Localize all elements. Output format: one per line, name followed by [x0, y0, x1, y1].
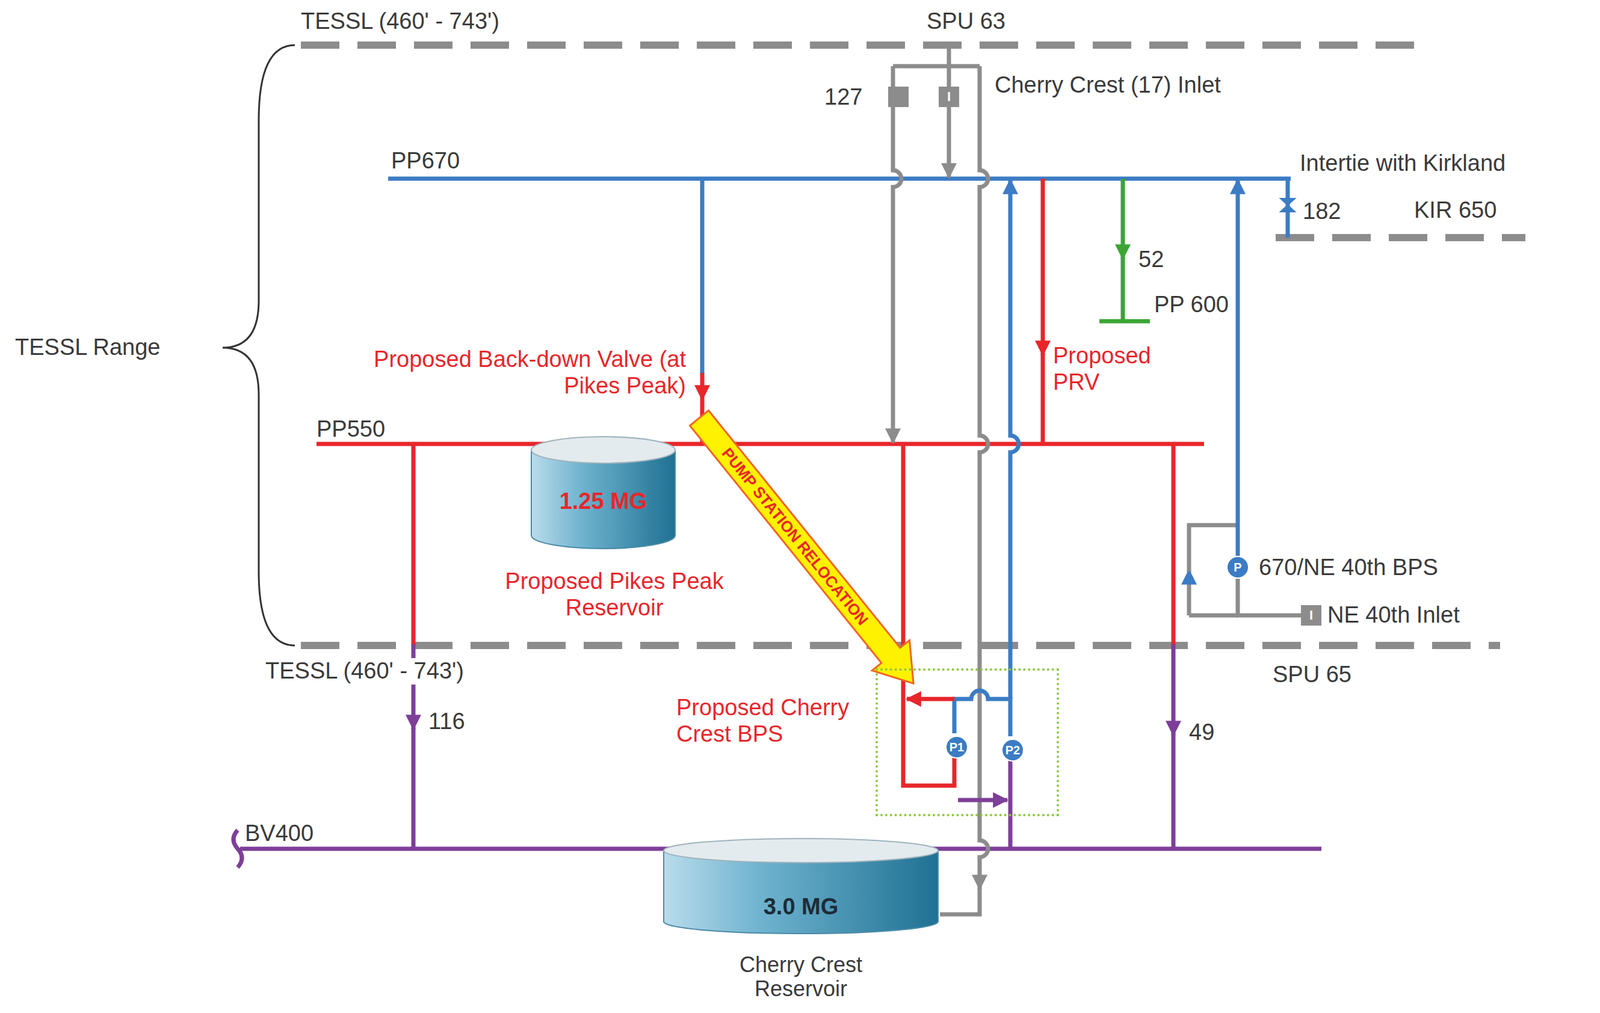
inlet-symbol: INE 40th Inlet [1300, 605, 1322, 626]
range-label: TESSL Range [15, 334, 161, 362]
callout-number: 127 [824, 84, 863, 111]
zone-boundary-label: TESSL (460' - 743') [300, 8, 500, 35]
zone-name: BV400 [244, 820, 314, 848]
prv-label: Proposed PRV [1053, 342, 1174, 396]
meter-127 [888, 86, 909, 108]
zone-boundary [1275, 234, 1526, 242]
pipe-116 [411, 728, 416, 850]
pp550-main [316, 442, 1205, 447]
pipe-116 [411, 444, 416, 646]
zone-name: PP 600 [1154, 291, 1229, 319]
zone-name: KIR 650 [1414, 197, 1497, 224]
cylinder-top [531, 436, 676, 464]
callout-number: 49 [1189, 719, 1215, 747]
node-text: I [938, 89, 960, 105]
bps-670-pipe [1235, 179, 1241, 556]
pp600-pipe [1121, 178, 1126, 259]
node-text: I [1300, 607, 1322, 623]
bps-header [954, 690, 1011, 737]
inlet-pipe [947, 45, 952, 178]
relocation-label: PUMP STATION RELOCATION [718, 444, 872, 629]
bypass-pipe [1187, 570, 1192, 616]
supply-tap-label: SPU 65 [1272, 661, 1352, 689]
callout-number: 116 [428, 708, 466, 736]
reservoir: 3.0 MGCherry Crest Reservoir [663, 838, 939, 934]
cylinder-top [663, 838, 939, 863]
bps-bypass [906, 697, 955, 702]
inlet-connector [1237, 578, 1301, 616]
back-down-pipe [700, 178, 705, 375]
intertie-valve [1280, 198, 1295, 212]
zone-boundary-label: TESSL (460' - 743') [262, 658, 467, 685]
node-caption: Cherry Crest (17) Inlet [994, 72, 1248, 99]
pump-symbol: P670/NE 40th BPS [1226, 555, 1250, 579]
supply-tap-label: SPU 63 [926, 8, 1006, 35]
prv-pipe [1040, 353, 1046, 445]
zone-name: PP550 [316, 416, 386, 443]
spu-pipe [979, 66, 989, 890]
node-caption: Cherry Crest Reservoir [710, 953, 892, 1001]
zone-boundary [300, 41, 1419, 49]
node-text: Proposed Cherry Crest BPS [676, 694, 857, 748]
pump-station-box: Proposed Cherry Crest BPSP1P2 [875, 668, 1060, 817]
bps-discharge-400 [1008, 759, 1013, 850]
relocation-arrow [680, 403, 933, 700]
bypass-pipe [1189, 613, 1238, 618]
pp670-main [388, 176, 1291, 182]
pump-symbol: P2 [1001, 738, 1025, 762]
bps-purple [957, 798, 1008, 803]
prv-49 [1171, 644, 1176, 736]
node-caption: NE 40th Inlet [1327, 602, 1460, 629]
prv-pipe [1040, 178, 1046, 356]
pipe-49 [1171, 734, 1176, 850]
break-symbol [233, 830, 242, 868]
node-text: 1.25 MG [530, 488, 676, 516]
range-brace [222, 45, 295, 646]
cylinder-outline [663, 838, 939, 934]
back-down-valve [700, 373, 705, 400]
prv-116 [411, 644, 416, 730]
spu-pipe [892, 66, 902, 443]
node-text: P [1227, 560, 1248, 575]
bps-discharge [1010, 179, 1019, 700]
cylinder-body [531, 450, 676, 549]
bps-suction [903, 444, 955, 786]
node-text: P1 [946, 740, 967, 755]
node-text: P2 [1002, 743, 1023, 758]
pump-symbol: P1 [945, 735, 969, 759]
reservoir: 1.25 MGProposed Pikes Peak Reservoir [530, 436, 676, 549]
callout-number: 52 [1138, 246, 1164, 274]
node-caption: 670/NE 40th BPS [1258, 554, 1439, 582]
valve-label: Proposed Back-down Valve (at Pikes Peak) [370, 346, 686, 399]
inlet-symbol: ICherry Crest (17) Inlet [938, 86, 960, 108]
node-text: 3.0 MG [663, 894, 939, 921]
zone-name: PP670 [391, 148, 460, 175]
node-caption: Proposed Pikes Peak Reservoir [481, 568, 747, 621]
pipe-49 [1171, 444, 1176, 646]
spu-pipe [892, 64, 980, 69]
callout-number: 182 [1302, 198, 1341, 226]
relocation-arrow-shape [680, 403, 933, 700]
intertie-label: Intertie with Kirkland [1299, 150, 1506, 177]
reservoir-inlet [939, 888, 980, 915]
